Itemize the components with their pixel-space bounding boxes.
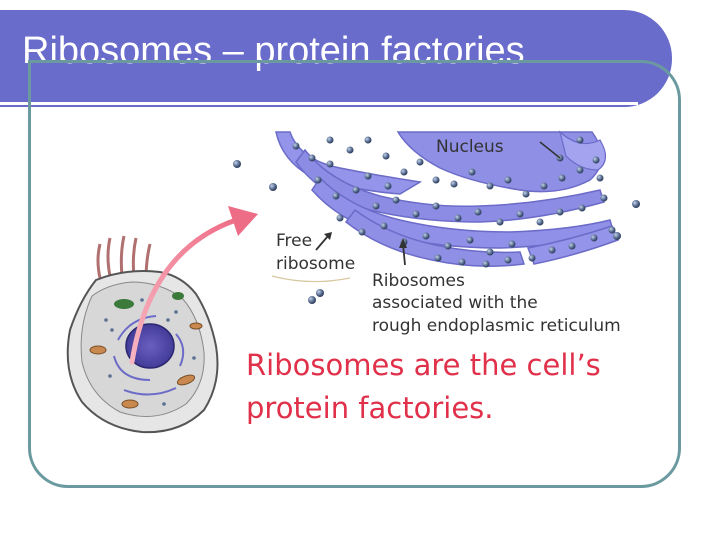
ribosome-dot bbox=[422, 232, 430, 240]
cell-illustration bbox=[66, 235, 219, 434]
ribosome-dot bbox=[458, 258, 466, 266]
free-ribosome-line-2: ribosome bbox=[276, 254, 355, 274]
ribosome-dot bbox=[508, 240, 516, 248]
ribosome-dot bbox=[444, 242, 452, 250]
ribosome-dot bbox=[590, 234, 598, 242]
zoom-arrow bbox=[129, 206, 258, 365]
ribosome-dot bbox=[346, 146, 354, 154]
ribosome-dot bbox=[233, 160, 241, 168]
ribosomes bbox=[233, 136, 640, 304]
ribosome-dot bbox=[540, 182, 548, 190]
ribosome-dot bbox=[556, 208, 564, 216]
ribosome-dot bbox=[432, 202, 440, 210]
ribosome-dot bbox=[600, 194, 608, 202]
svg-text:Free ribosome: Free ribosome bbox=[276, 231, 355, 274]
er-ribosomes-label: Ribosomes associated with the rough endo… bbox=[372, 238, 621, 336]
ribosome-dot bbox=[332, 192, 340, 200]
ribosome-dot bbox=[352, 186, 360, 194]
ribosome-dot bbox=[412, 210, 420, 218]
cell-ribosome-dots bbox=[104, 298, 196, 406]
ribosome-dot bbox=[314, 176, 322, 184]
ribosome-dot bbox=[468, 168, 476, 176]
ribosome-dot bbox=[380, 222, 388, 230]
ribosome-dot bbox=[326, 136, 334, 144]
cell-er bbox=[113, 315, 185, 396]
ribosome-dot bbox=[316, 289, 324, 297]
ribosome-dot bbox=[548, 246, 556, 254]
free-ribosome-label: Free ribosome bbox=[271, 231, 355, 283]
ribosome-dot bbox=[466, 236, 474, 244]
ribosome-dot bbox=[364, 136, 372, 144]
caption-line-2: protein factories. bbox=[246, 391, 494, 425]
ribosome-dot bbox=[269, 183, 277, 191]
ribosome-dot bbox=[400, 168, 408, 176]
title-bar bbox=[0, 10, 672, 107]
ribosome-dot bbox=[326, 160, 334, 168]
er-ribosomes-line-2: associated with the bbox=[372, 293, 538, 313]
ribosome-dot bbox=[392, 196, 400, 204]
ribosome-dot bbox=[432, 176, 440, 184]
ribosome-dot bbox=[613, 232, 621, 240]
ribosome-dot bbox=[454, 214, 462, 222]
caption-line-1: Ribosomes are the cell’s bbox=[246, 348, 601, 382]
ribosome-dot bbox=[450, 180, 458, 188]
ribosome-dot bbox=[578, 204, 586, 212]
cell-mitochondria bbox=[89, 322, 203, 409]
ribosome-dot bbox=[382, 152, 390, 160]
ribosome-dot bbox=[474, 208, 482, 216]
ribosome-dot bbox=[384, 182, 392, 190]
ribosome-dot bbox=[308, 154, 316, 162]
cell-golgi bbox=[114, 292, 184, 309]
ribosome-dot bbox=[504, 256, 512, 264]
nucleus-label: Nucleus bbox=[436, 137, 561, 159]
ribosome-dot bbox=[416, 158, 424, 166]
ribosome-dot bbox=[576, 166, 584, 174]
ribosome-dot bbox=[536, 218, 544, 226]
ribosome-dot bbox=[434, 254, 442, 262]
ribosome-dot bbox=[632, 200, 640, 208]
ribosome-dot bbox=[308, 296, 316, 304]
svg-text:Ribosomes associated w: Ribosomes associated with the rough endo… bbox=[372, 271, 621, 336]
ribosome-dot bbox=[486, 248, 494, 256]
content-frame bbox=[28, 60, 681, 488]
free-ribosome-line-1: Free bbox=[276, 231, 312, 251]
ribosome-dot bbox=[292, 142, 300, 150]
ribosome-dot bbox=[558, 174, 566, 182]
ribosome-dot bbox=[608, 226, 616, 234]
er-ribosomes-line-3: rough endoplasmic reticulum bbox=[372, 316, 621, 336]
ribosome-dot bbox=[496, 218, 504, 226]
ribosome-dot bbox=[576, 136, 584, 144]
title-underline bbox=[0, 102, 638, 105]
ribosome-dot bbox=[504, 176, 512, 184]
ribosome-dot bbox=[516, 210, 524, 218]
nucleus-label-text: Nucleus bbox=[436, 137, 504, 157]
ribosome-dot bbox=[568, 242, 576, 250]
ribosome-dot bbox=[482, 260, 490, 268]
ribosome-dot bbox=[336, 214, 344, 222]
ribosome-dot bbox=[364, 172, 372, 180]
ribosome-dot bbox=[372, 202, 380, 210]
ribosome-dot bbox=[528, 254, 536, 262]
er-ribosomes-line-1: Ribosomes bbox=[372, 271, 465, 291]
ribosome-dot bbox=[358, 228, 366, 236]
slide-title: Ribosomes – protein factories bbox=[22, 30, 525, 72]
ribosome-dot bbox=[592, 156, 600, 164]
ribosome-dot bbox=[486, 182, 494, 190]
diagram-caption: Ribosomes are the cell’s protein factori… bbox=[246, 348, 610, 425]
ribosome-dot bbox=[596, 174, 604, 182]
ribosome-dot bbox=[522, 190, 530, 198]
